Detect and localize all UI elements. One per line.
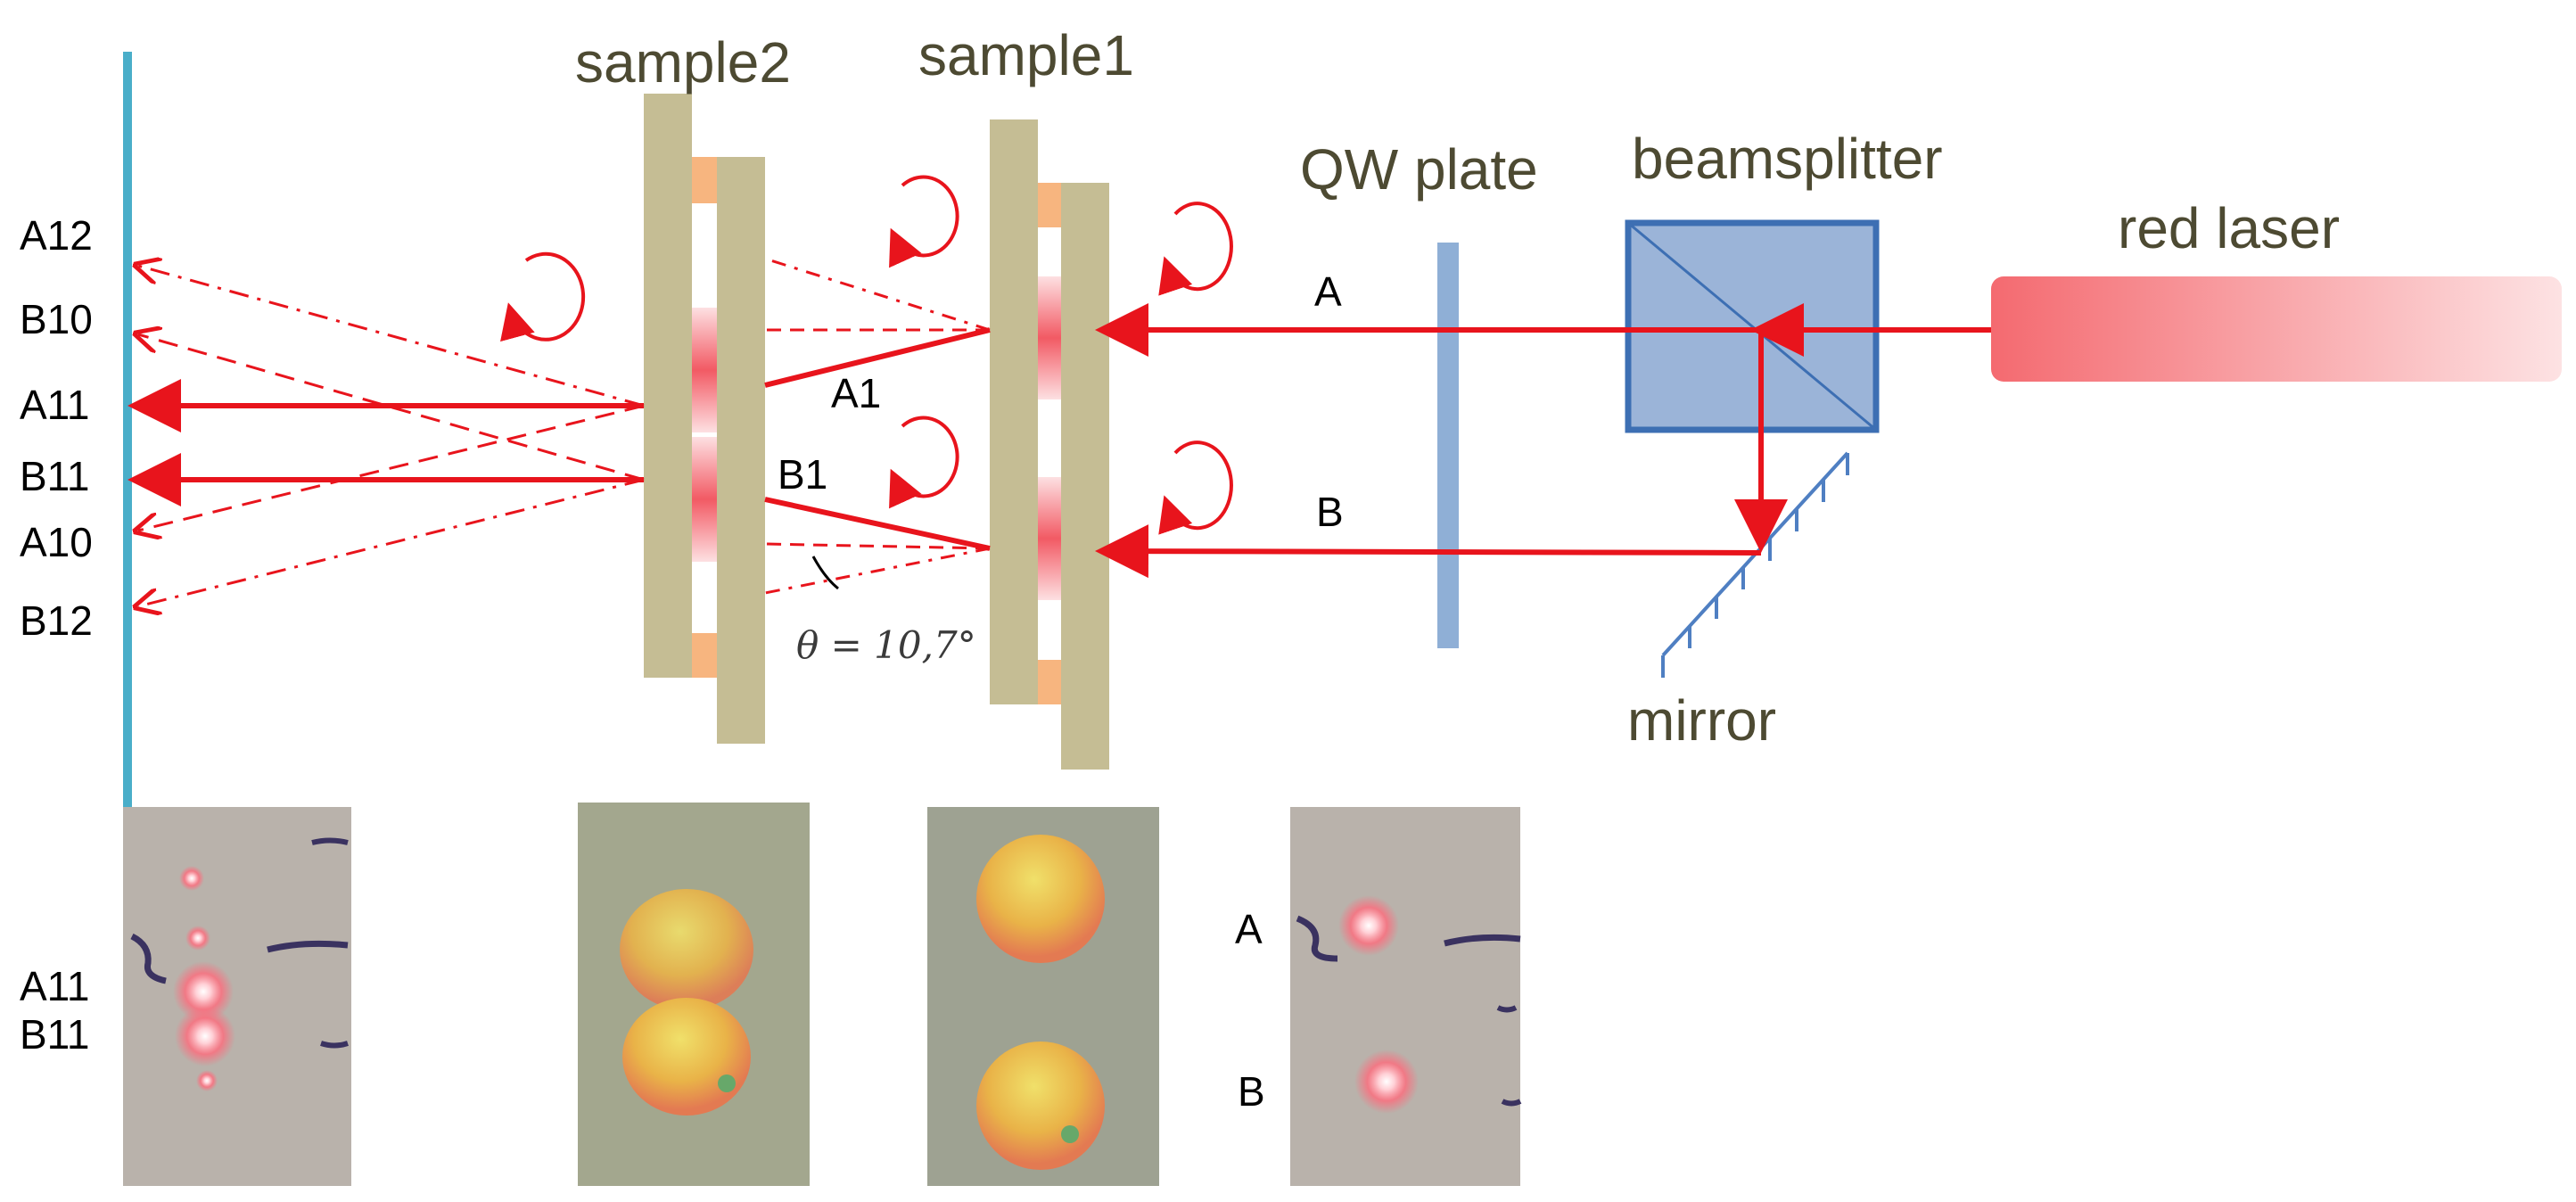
photo-sample1 (927, 807, 1159, 1186)
a1-label: A1 (831, 370, 881, 416)
b1-label: B1 (778, 451, 827, 498)
beamsplitter-label: beamsplitter (1632, 127, 1943, 191)
beam-path-between-samples (764, 257, 991, 595)
beam-a-label: A (1314, 268, 1342, 315)
sample2-holder (644, 94, 765, 744)
photo-b-label: B (1238, 1068, 1265, 1115)
sample1-holder (990, 119, 1109, 770)
spot-b11-label: B11 (20, 453, 89, 499)
red-laser (1991, 276, 2562, 382)
beam-path-input (1095, 303, 1991, 579)
spot-a10-label: A10 (20, 519, 93, 565)
polarization-arrows (500, 175, 1233, 535)
mirror (1661, 451, 1849, 678)
photo-screen-spots (123, 807, 351, 1186)
sample1-label: sample1 (918, 23, 1134, 87)
screen-bar (123, 52, 132, 810)
spot-b10-label: B10 (20, 296, 93, 342)
theta-label: θ = 10,7° (796, 623, 976, 667)
spot-b12-label: B12 (20, 597, 93, 644)
photo-a11-label: A11 (20, 963, 89, 1009)
red-laser-label: red laser (2118, 196, 2340, 260)
photo-input-beams (1290, 807, 1522, 1186)
beamsplitter-cube (1625, 219, 1880, 433)
photo-a-label: A (1235, 906, 1263, 952)
qw-plate-label: QW plate (1300, 137, 1538, 202)
spot-a12-label: A12 (20, 212, 93, 259)
beam-path-to-screen (128, 266, 645, 606)
mirror-label: mirror (1627, 688, 1776, 753)
theta-arc (811, 556, 839, 590)
sample2-label: sample2 (575, 30, 791, 95)
photo-b11-label: B11 (20, 1011, 89, 1058)
qw-plate (1437, 243, 1459, 648)
beam-b-label: B (1316, 489, 1344, 535)
spot-a11-label: A11 (20, 382, 89, 428)
photo-sample2 (578, 803, 810, 1186)
